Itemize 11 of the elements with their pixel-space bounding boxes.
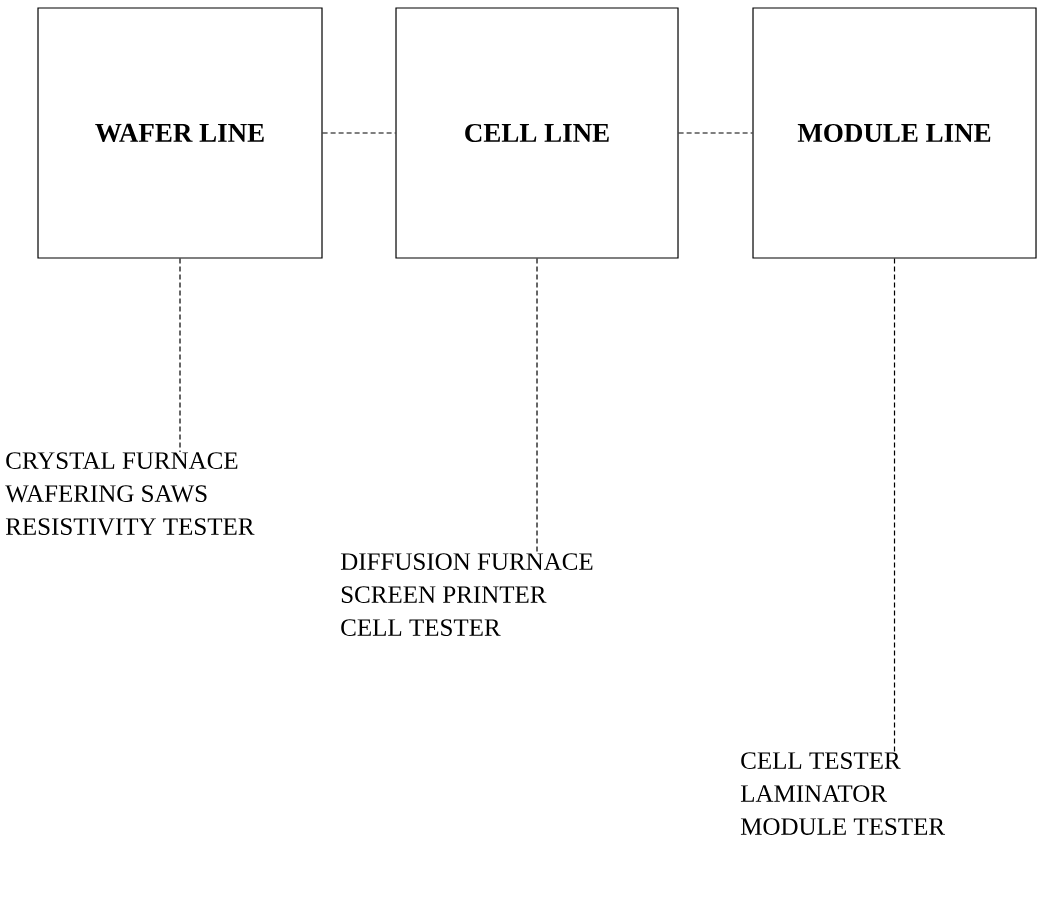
- connector-line: [678, 132, 753, 134]
- connector-line: [179, 258, 181, 453]
- connector-line: [322, 132, 396, 134]
- connector-line: [536, 258, 538, 554]
- connector-line: [893, 258, 896, 753]
- process-box: CELL LINE: [395, 7, 679, 259]
- equipment-list: CRYSTAL FURNACE WAFERING SAWS RESISTIVITY TESTER: [5, 452, 255, 536]
- equipment-list: CELL TESTER LAMINATOR MODULE TESTER: [740, 752, 945, 835]
- equipment-list: DIFFUSION FURNACE SCREEN PRINTER CELL TESTER: [340, 553, 593, 636]
- process-box: WAFER LINE: [37, 7, 323, 259]
- process-box: MODULE LINE: [752, 7, 1037, 259]
